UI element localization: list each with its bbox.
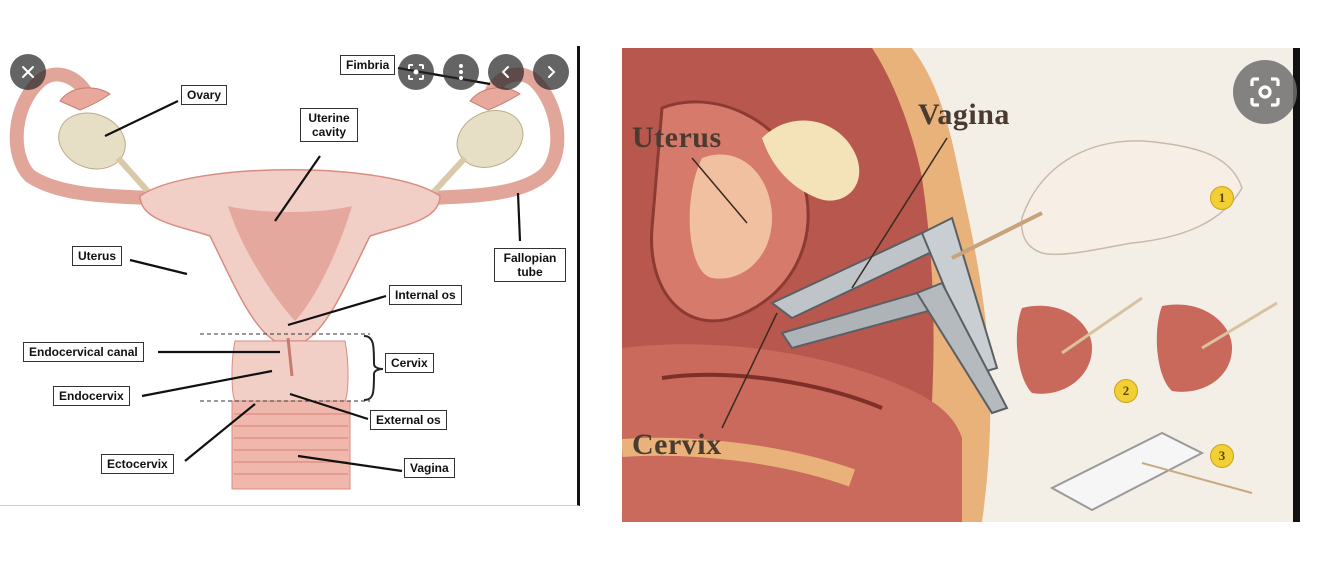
label-ectocervix: Ectocervix <box>101 454 174 474</box>
label-endocervix: Endocervix <box>53 386 130 406</box>
more-vert-icon <box>458 63 464 81</box>
pap-smear-illustration-image[interactable]: Uterus Vagina Cervix 1 2 3 <box>622 48 1300 522</box>
illustration-label-cervix: Cervix <box>632 428 722 462</box>
step-badge-1: 1 <box>1210 186 1234 210</box>
more-options-button[interactable] <box>443 54 479 90</box>
label-uterine-cavity: Uterine cavity <box>300 108 358 142</box>
close-button[interactable] <box>10 54 46 90</box>
label-fallopian-tube: Fallopian tube <box>494 248 566 282</box>
label-external-os: External os <box>370 410 447 430</box>
next-button[interactable] <box>533 54 569 90</box>
illustration-label-uterus: Uterus <box>632 121 722 155</box>
label-endocervical-canal: Endocervical canal <box>23 342 144 362</box>
step-badge-2: 2 <box>1114 379 1138 403</box>
illustration-label-vagina: Vagina <box>918 98 1010 132</box>
label-vagina: Vagina <box>404 458 455 478</box>
step-badge-3: 3 <box>1210 444 1234 468</box>
chevron-right-icon <box>545 65 557 79</box>
anatomy-diagram-image[interactable]: Fimbria Ovary Uterine cavity Uterus Fall… <box>0 46 580 506</box>
lens-icon <box>1248 75 1282 109</box>
close-icon <box>20 64 36 80</box>
lens-icon <box>407 63 425 81</box>
label-uterus: Uterus <box>72 246 122 266</box>
chevron-left-icon <box>500 65 512 79</box>
visual-search-button[interactable] <box>1233 60 1297 124</box>
previous-button[interactable] <box>488 54 524 90</box>
label-internal-os: Internal os <box>389 285 462 305</box>
label-ovary: Ovary <box>181 85 227 105</box>
lens-button[interactable] <box>398 54 434 90</box>
label-fimbria: Fimbria <box>340 55 395 75</box>
uterus-anatomy-illustration <box>0 46 580 506</box>
label-cervix: Cervix <box>385 353 434 373</box>
